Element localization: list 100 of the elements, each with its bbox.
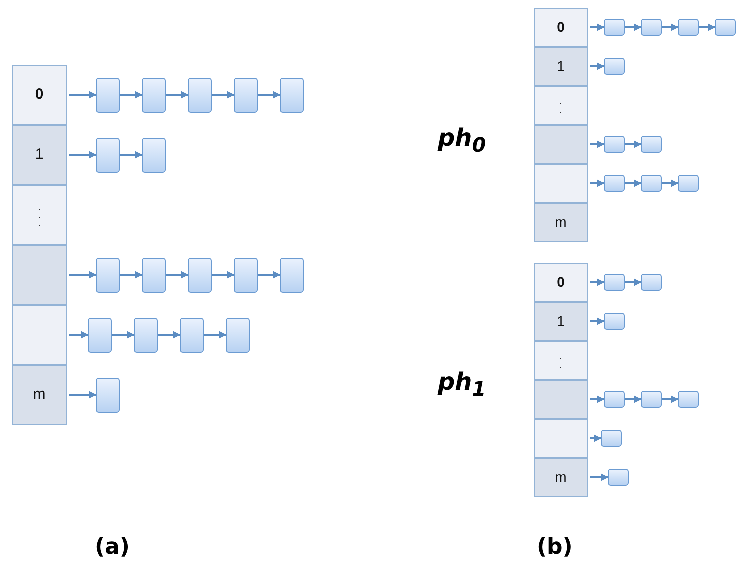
arrow [662,396,679,404]
list-node [604,19,625,36]
arrow [625,278,642,286]
arrow [69,331,89,339]
arrow [69,91,97,99]
list-node [604,313,625,330]
table-cell [534,341,588,380]
list-node [96,378,120,412]
table-label: ph$_{0}$ [438,124,486,157]
arrow [590,180,605,188]
list-node [604,58,625,75]
arrow [212,271,235,279]
index-label: m [33,386,46,404]
list-node [641,175,662,192]
arrow [166,91,189,99]
list-node [180,318,204,352]
list-node [96,78,120,112]
list-node [142,138,166,172]
table-cell [534,458,588,497]
arrow [662,24,679,32]
list-node [96,138,120,172]
list-node [604,175,625,192]
list-node [134,318,158,352]
arrow [69,151,97,159]
index-label: m [555,469,567,486]
arrow [120,91,143,99]
list-node [678,19,699,36]
arrow [166,271,189,279]
arrow [590,278,605,286]
panel-label: (b) [537,535,573,560]
arrow [158,331,181,339]
ellipsis-dots: . . . [37,202,42,228]
index-label: m [555,214,567,231]
arrow [212,91,235,99]
list-node [604,274,625,291]
list-node [142,258,166,292]
arrow [625,140,642,148]
list-node [604,136,625,153]
arrow [590,24,605,32]
table-cell [12,365,67,425]
list-node [641,19,662,36]
table-cell [534,8,588,47]
index-label: 1 [557,313,565,330]
arrow [590,318,605,326]
table-cell [534,419,588,458]
list-node [641,391,662,408]
list-node [641,136,662,153]
arrow [258,91,281,99]
list-node [234,78,258,112]
list-node [142,78,166,112]
list-node [88,318,112,352]
list-node [188,258,212,292]
arrow [699,24,716,32]
panel-label: (a) [95,535,130,560]
table-cell [534,263,588,302]
index-label: 1 [557,58,565,75]
arrow [590,62,605,70]
table-cell [12,185,67,245]
table-cell [534,125,588,164]
table-label: ph$_{1}$ [438,368,486,401]
table-cell [534,203,588,242]
list-node [280,78,304,112]
arrow [662,180,679,188]
arrow [120,151,143,159]
arrow [590,396,605,404]
table-cell [534,380,588,419]
table-cell [534,86,588,125]
arrow [69,391,97,399]
list-node [280,258,304,292]
table-cell [12,305,67,365]
table-cell [534,47,588,86]
list-node [678,175,699,192]
arrow [625,396,642,404]
list-node [601,430,622,447]
list-node [188,78,212,112]
table-cell [534,164,588,203]
arrow [69,271,97,279]
ellipsis-dots: . . [558,352,564,369]
index-label: 0 [557,274,565,291]
arrow [625,180,642,188]
list-node [96,258,120,292]
list-node [226,318,250,352]
index-label: 0 [35,86,44,104]
arrow [112,331,135,339]
table-cell [12,65,67,125]
table-cell [534,302,588,341]
list-node [678,391,699,408]
arrow [204,331,227,339]
arrow [590,140,605,148]
arrow [120,271,143,279]
ellipsis-dots: . . [558,97,564,114]
arrow [590,434,602,442]
table-cell [12,245,67,305]
list-node [715,19,736,36]
arrow [590,474,609,482]
index-label: 1 [35,146,44,164]
index-label: 0 [557,19,565,36]
list-node [608,469,629,486]
list-node [641,274,662,291]
list-node [234,258,258,292]
